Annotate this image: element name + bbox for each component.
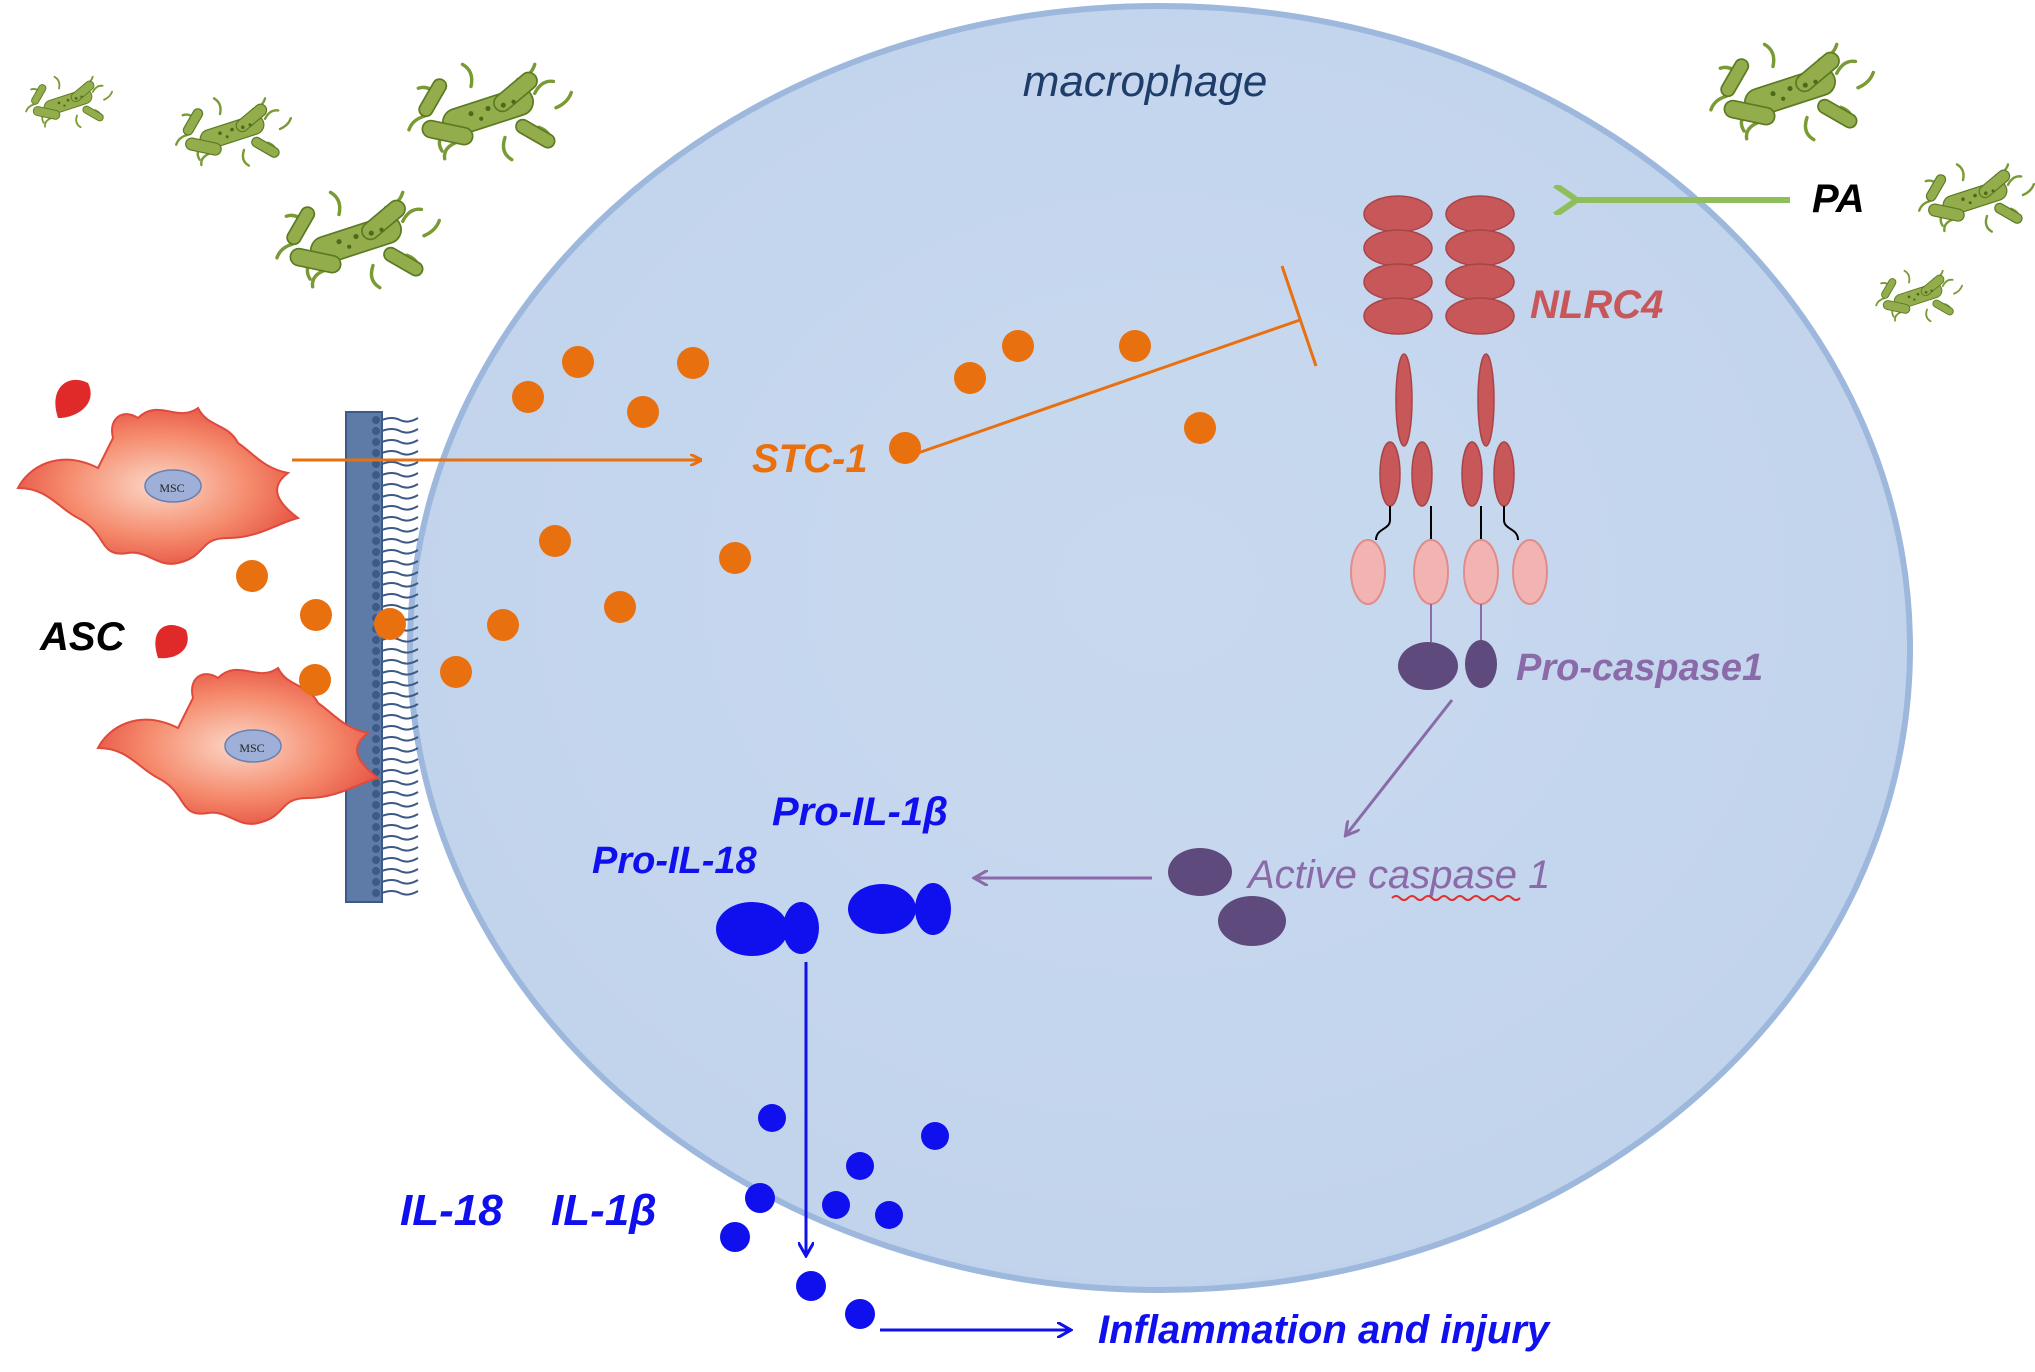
stc1-molecules bbox=[236, 330, 1216, 696]
bacterium-icon bbox=[1917, 163, 2035, 233]
asc-nucleus-label: MSC bbox=[159, 481, 184, 495]
stc1-label: STC-1 bbox=[752, 437, 868, 481]
card-linkers bbox=[1375, 506, 1519, 541]
pro-to-active-caspase-arrow bbox=[1346, 699, 1454, 835]
nlrc4-complex bbox=[1363, 195, 1515, 507]
pro-caspase-1 bbox=[1398, 640, 1497, 690]
bacterium-icon bbox=[1875, 269, 1963, 323]
pro-il1b-label: Pro-IL-1β bbox=[772, 790, 948, 834]
asc-cell-upper bbox=[17, 379, 299, 565]
macrophage-cell bbox=[407, 3, 1913, 1293]
bacterium-icon bbox=[1709, 42, 1876, 142]
il1b-label: IL-1β bbox=[551, 1186, 657, 1235]
bacterium-icon bbox=[275, 190, 441, 290]
pa-label: PA bbox=[1812, 177, 1865, 221]
macrophage-label: macrophage bbox=[1023, 57, 1268, 106]
pro-il18 bbox=[716, 902, 819, 956]
outcome-label: Inflammation and injury bbox=[1098, 1308, 1551, 1352]
asc-cell-lower bbox=[97, 625, 379, 825]
bacterium-icon bbox=[407, 62, 573, 162]
cell-membrane bbox=[345, 411, 419, 903]
card-domains bbox=[1350, 539, 1548, 605]
bacteria-cluster-left bbox=[25, 62, 573, 290]
bacterium-icon bbox=[174, 97, 292, 167]
il18-label: IL-18 bbox=[400, 1186, 503, 1235]
active-caspase-label: Active caspase 1 bbox=[1246, 853, 1550, 897]
asc-nucleus-label: MSC bbox=[239, 741, 264, 755]
nlrc4-label: NLRC4 bbox=[1530, 283, 1663, 327]
mature-cytokines bbox=[720, 1104, 949, 1329]
bacterium-icon bbox=[25, 75, 113, 129]
pro-caspase-label: Pro-caspase1 bbox=[1516, 647, 1763, 689]
caspase-linkers bbox=[1430, 604, 1482, 642]
spellcheck-underline bbox=[1391, 895, 1521, 901]
pro-il1b bbox=[848, 883, 951, 935]
active-caspase-1 bbox=[1168, 848, 1286, 946]
stc1-inhibits-nlrc4 bbox=[917, 265, 1318, 455]
pro-il18-label: Pro-IL-18 bbox=[592, 840, 758, 882]
asc-label: ASC bbox=[39, 615, 126, 659]
